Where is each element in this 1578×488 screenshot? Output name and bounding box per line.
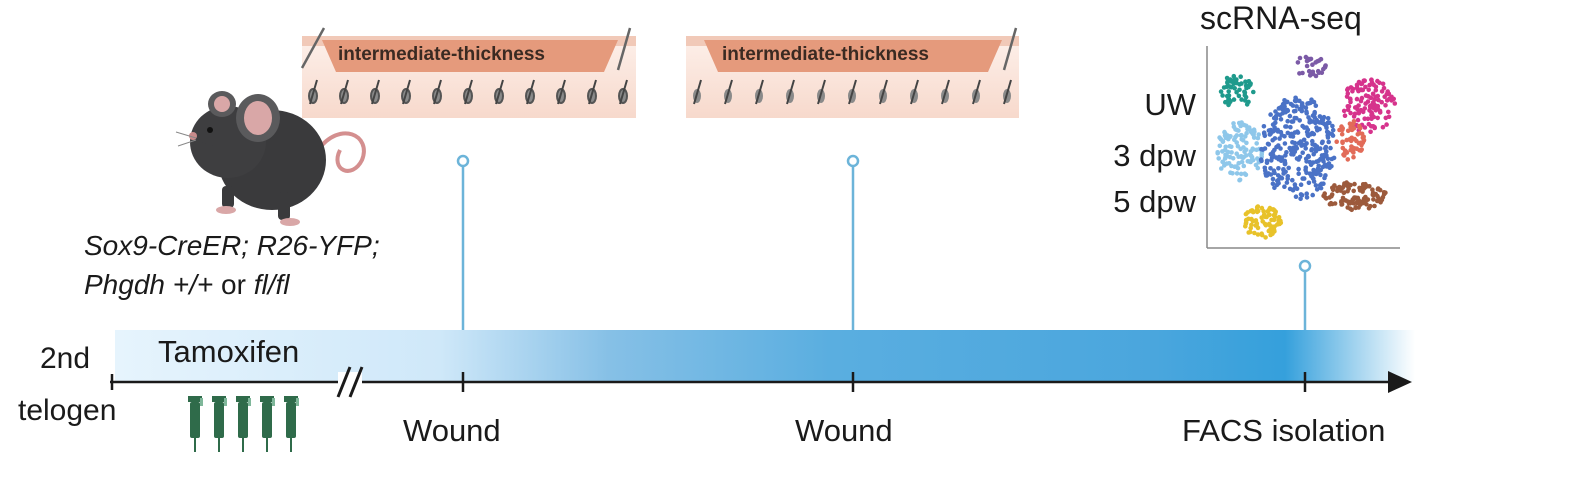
hair-follicle (401, 79, 411, 105)
event-1-label: Wound (403, 413, 501, 448)
syringe-icon (260, 396, 275, 452)
hair-follicle (910, 79, 919, 105)
syringe-icon (284, 396, 299, 452)
axis-break-mark-2 (348, 366, 364, 398)
axis-break-mark-1 (336, 366, 352, 398)
sample-label-uw: UW (1144, 87, 1196, 122)
wound-panel-2 (686, 27, 1019, 118)
hair-follicle (972, 79, 981, 105)
hair-follicle (817, 79, 826, 105)
wound-panel-1-label: intermediate-thickness (338, 44, 545, 65)
umap-cluster (1215, 120, 1265, 183)
hair-follicle (941, 79, 950, 105)
sample-label-3dpw: 3 dpw (1113, 138, 1196, 173)
umap-cluster (1258, 95, 1337, 202)
hair-follicle (494, 79, 504, 105)
event-3-label: FACS isolation (1182, 413, 1386, 448)
hair-follicle (786, 79, 795, 105)
start-label-2nd: 2nd (40, 342, 91, 375)
mouse-genotype-line-2: Phgdh +/+ or fl/fl (84, 271, 289, 299)
hair-follicles-1 (308, 79, 628, 105)
hair-follicle (525, 79, 535, 105)
mouse-illustration (175, 91, 366, 226)
hair-follicle (693, 79, 702, 105)
umap-cluster (1321, 180, 1388, 213)
axis-arrowhead (1388, 371, 1412, 393)
hair-follicle (308, 79, 318, 105)
start-label-telogen: telogen (18, 394, 117, 427)
syringe-icon (212, 396, 227, 452)
hair-follicle (724, 79, 733, 105)
hair-follicle (463, 79, 473, 105)
hair-follicle (755, 79, 764, 105)
hair-follicle (432, 79, 442, 105)
timeline-band (115, 330, 1415, 382)
hair-follicle (848, 79, 857, 105)
umap-cluster (1243, 204, 1284, 240)
hair-follicle (618, 79, 628, 105)
umap-cluster (1295, 54, 1328, 79)
event-stem-3-dot (1298, 259, 1312, 273)
sample-label-5dpw: 5 dpw (1113, 184, 1196, 219)
wound-panel-1 (300, 27, 636, 118)
genotype-or: or (213, 269, 254, 300)
hair-follicle (587, 79, 597, 105)
event-2-label: Wound (795, 413, 893, 448)
event-stem-1-dot (456, 154, 470, 168)
tamoxifen-syringes (188, 396, 299, 452)
hair-follicle (556, 79, 566, 105)
wound-panel-2-label: intermediate-thickness (722, 44, 929, 65)
scrna-umap-plot (1206, 46, 1400, 249)
mouse-genotype-line-1: Sox9-CreER; R26-YFP; (84, 230, 380, 261)
event-stem-2-dot (846, 154, 860, 168)
axis-break-gap (338, 372, 362, 392)
syringe-icon (236, 396, 251, 452)
tamoxifen-label: Tamoxifen (158, 334, 300, 369)
hair-follicle (1003, 79, 1012, 105)
genotype-wt: Phgdh +/+ (84, 269, 214, 300)
hair-follicle (370, 79, 380, 105)
assay-title: scRNA-seq (1200, 0, 1362, 36)
hair-follicle (879, 79, 888, 105)
umap-cluster (1334, 119, 1367, 162)
syringe-icon (188, 396, 203, 452)
hair-follicle (339, 79, 349, 105)
genotype-flox: fl/fl (253, 269, 290, 300)
umap-cluster (1218, 73, 1256, 108)
